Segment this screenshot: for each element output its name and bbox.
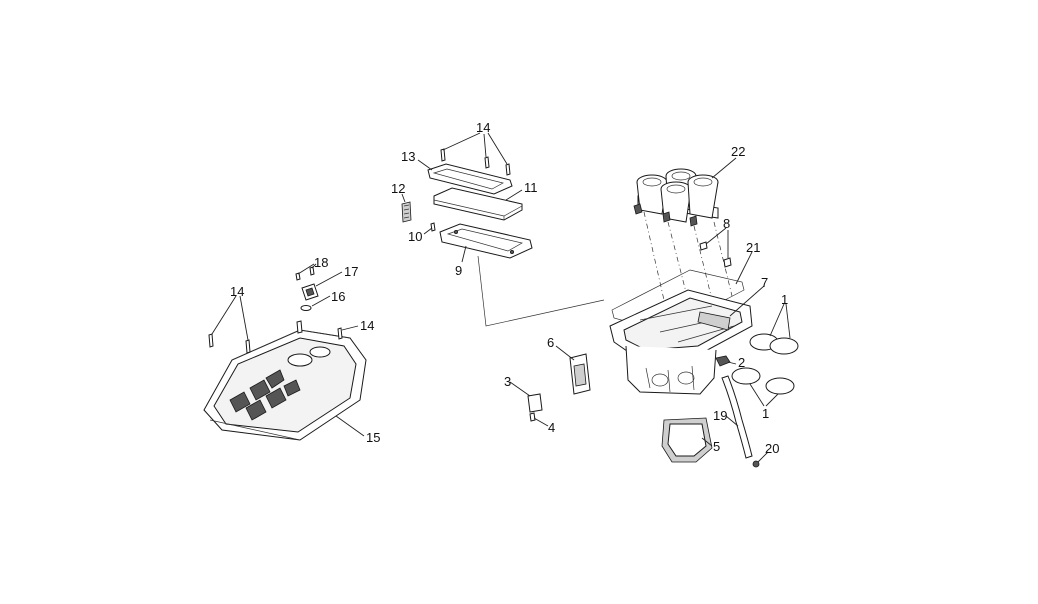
label-13: 13 (401, 149, 415, 164)
seals-1-lower (731, 367, 795, 395)
bolts-14-left (208, 320, 343, 354)
sensor-17 (301, 283, 319, 301)
filter-cover-13 (427, 163, 513, 195)
bolts-14-top (440, 148, 511, 176)
washer-16 (300, 305, 312, 311)
clip-20 (752, 460, 760, 468)
part-labels: 14 13 11 12 10 9 22 8 21 7 1 2 1 19 20 5… (230, 120, 788, 456)
filter-element-12 (401, 201, 412, 223)
label-14-left: 14 (230, 284, 244, 299)
throttle-body-22 (633, 168, 719, 227)
label-4: 4 (548, 420, 555, 435)
seals-1-upper (749, 333, 799, 355)
label-20: 20 (765, 441, 779, 456)
filter-base-9 (439, 223, 533, 259)
label-10: 10 (408, 229, 422, 244)
intake-sensor-6 (569, 353, 591, 395)
label-21: 21 (746, 240, 760, 255)
label-5: 5 (713, 439, 720, 454)
intake-duct-5 (661, 417, 713, 463)
label-12: 12 (391, 181, 405, 196)
label-3: 3 (504, 374, 511, 389)
screws-18 (295, 266, 315, 281)
bolt-4 (529, 412, 536, 422)
bolts-8 (699, 241, 732, 268)
label-1-upper: 1 (781, 292, 788, 307)
air-filter-11 (433, 187, 523, 221)
bracket-3 (527, 393, 543, 413)
label-9: 9 (455, 263, 462, 278)
airbox-7 (609, 289, 753, 395)
label-14-top: 14 (476, 120, 490, 135)
label-7: 7 (761, 275, 768, 290)
label-15: 15 (366, 430, 380, 445)
label-11: 11 (524, 180, 538, 195)
assembly-line (477, 255, 605, 327)
clamp-2 (715, 355, 731, 367)
label-14-right: 14 (360, 318, 374, 333)
screw-10 (430, 222, 436, 232)
leader-lines (211, 132, 791, 463)
upper-cover-15 (203, 329, 367, 441)
label-22: 22 (731, 144, 745, 159)
label-2: 2 (738, 355, 745, 370)
label-19: 19 (713, 408, 727, 423)
label-18: 18 (314, 255, 328, 270)
label-6: 6 (547, 335, 554, 350)
label-17: 17 (344, 264, 358, 279)
airbox-gasket-21 (611, 269, 745, 333)
breather-hose-19 (721, 375, 753, 459)
label-1-lower: 1 (762, 406, 769, 421)
label-16: 16 (331, 289, 345, 304)
label-8: 8 (723, 216, 730, 231)
